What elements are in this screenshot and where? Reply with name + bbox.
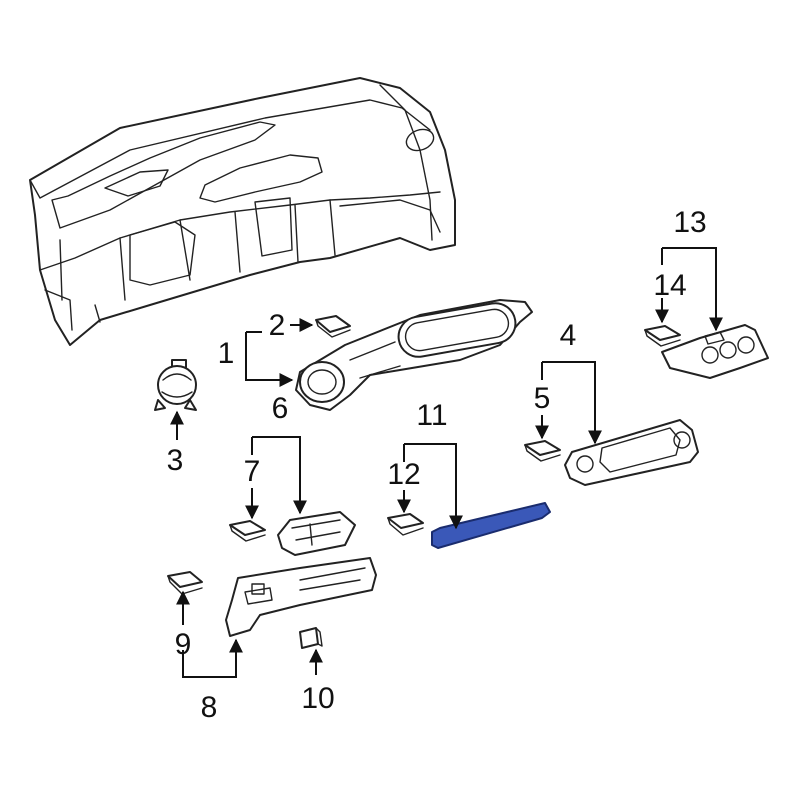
part-2-clip — [315, 315, 351, 338]
callout-9: 9 — [175, 628, 192, 661]
callout-2: 2 — [269, 309, 286, 342]
part-9-clip — [167, 571, 203, 595]
callout-4: 4 — [560, 319, 577, 352]
part-7-clip — [229, 520, 266, 542]
part-6-pocket — [277, 511, 356, 556]
instrument-panel — [29, 77, 456, 346]
callout-11: 11 — [416, 399, 447, 432]
part-11-trim-strip — [431, 502, 551, 549]
part-8-lower-panel — [225, 557, 377, 637]
callout-14: 14 — [653, 269, 686, 302]
callout-10: 10 — [301, 682, 334, 715]
part-5-clip — [524, 440, 561, 462]
part-1-upper-panel — [295, 299, 533, 411]
callout-13: 13 — [673, 206, 706, 239]
callout-1: 1 — [218, 337, 235, 370]
part-14-clip — [644, 325, 681, 347]
leader-lines — [170, 247, 723, 678]
part-10-plug — [299, 627, 323, 649]
part-4-bezel — [564, 419, 699, 486]
callout-3: 3 — [167, 444, 184, 477]
callout-12: 12 — [387, 458, 420, 491]
callout-5: 5 — [534, 382, 551, 415]
part-13-switch-panel — [661, 324, 769, 379]
part-12-clip — [387, 513, 424, 536]
callout-6: 6 — [272, 392, 289, 425]
callout-labels: 1 2 3 4 5 6 7 8 9 10 11 12 13 14 — [167, 206, 707, 724]
callout-8: 8 — [201, 691, 218, 724]
part-3-vent — [154, 359, 197, 411]
callout-7: 7 — [244, 455, 261, 488]
